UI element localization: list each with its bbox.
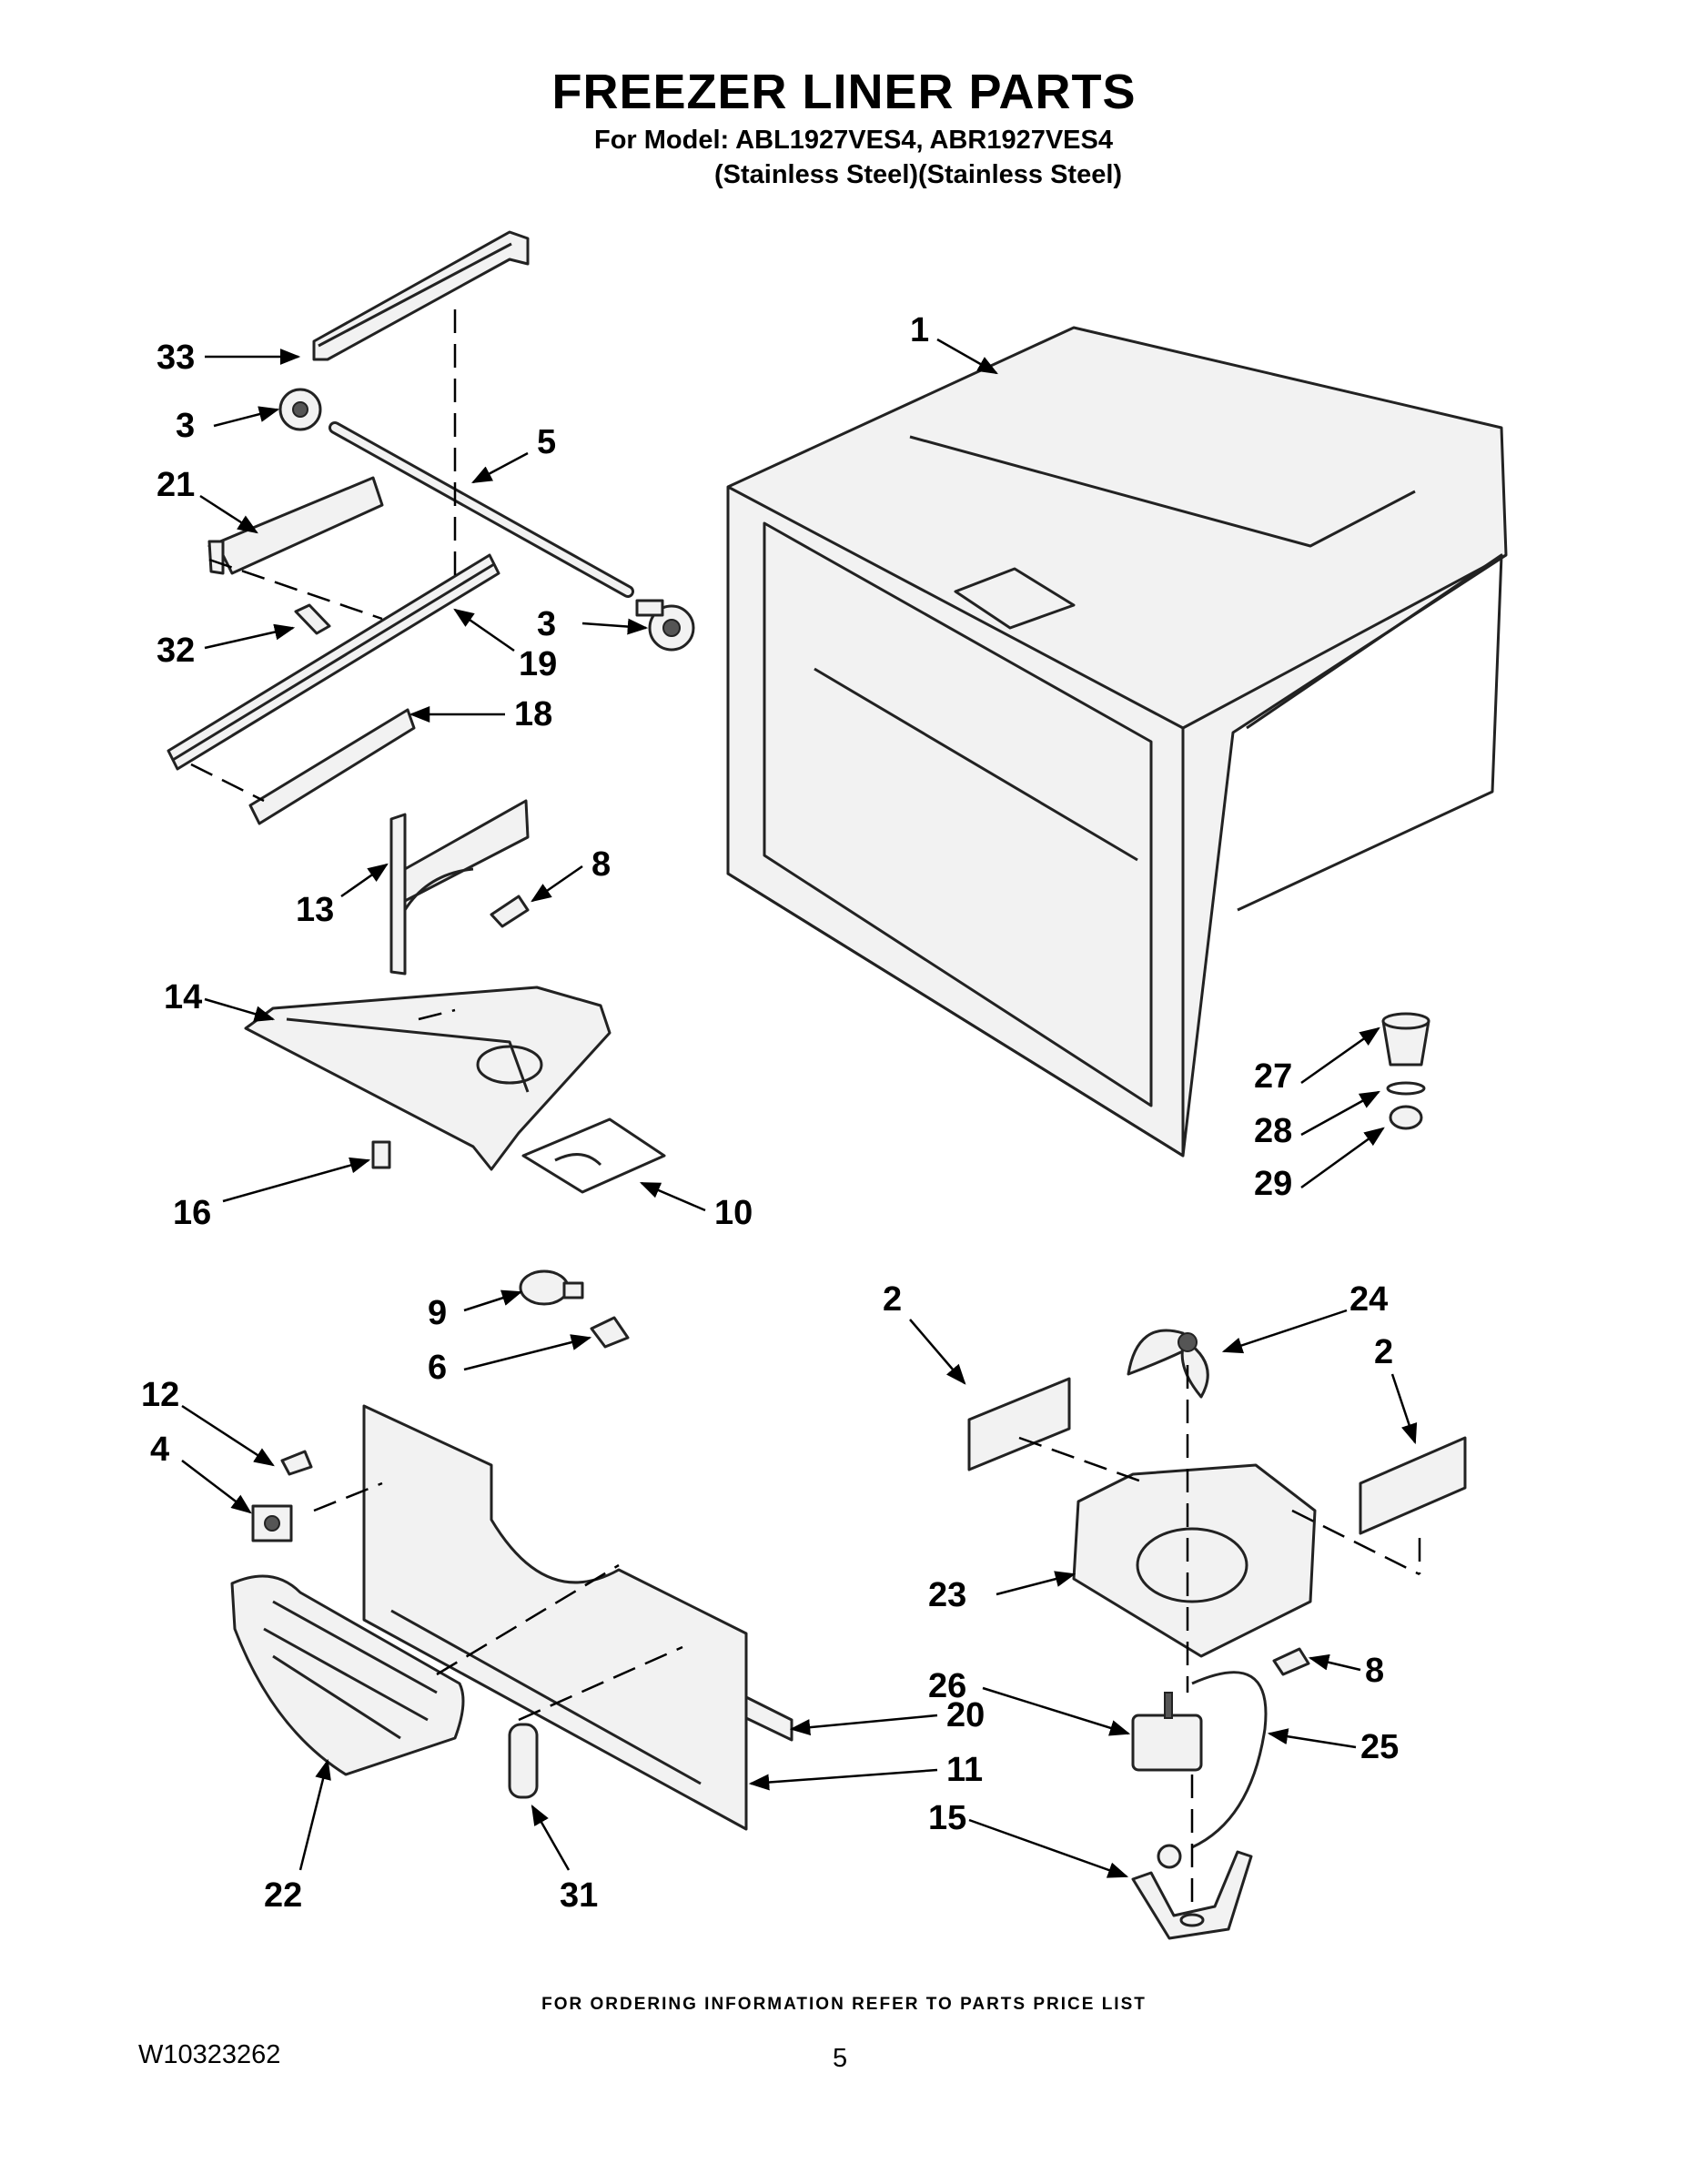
callout-10: 10 (714, 1194, 753, 1232)
callout-5: 5 (537, 423, 556, 461)
part-12-screw (280, 1450, 313, 1476)
callout-29: 29 (1254, 1165, 1292, 1203)
callout-8b: 8 (1365, 1652, 1384, 1690)
callout-26: 26 (928, 1667, 966, 1705)
part-18-lower-rail (248, 708, 416, 825)
callout-4: 4 (150, 1431, 169, 1469)
part-24-fan-blade (1127, 1329, 1209, 1399)
part-5-rod (329, 421, 634, 598)
part-28-seal (1386, 1081, 1426, 1096)
part-4-switch (251, 1504, 293, 1542)
callout-labels: 33 3 5 21 32 19 3 18 13 8 14 16 10 1 27 … (141, 311, 1399, 1915)
part-2-pad-right (1359, 1436, 1467, 1535)
document-number: W10323262 (138, 2040, 281, 2069)
callout-24: 24 (1349, 1280, 1388, 1319)
part-11-panel (362, 1404, 748, 1831)
part-29-grommet (1389, 1105, 1423, 1130)
part-33-rail (312, 230, 530, 361)
callout-32: 32 (157, 632, 195, 670)
part-16-clip (371, 1140, 391, 1169)
part-6-socket (590, 1316, 630, 1349)
callout-16: 16 (173, 1194, 211, 1232)
part-2-pad-left (967, 1377, 1071, 1471)
callout-2b: 2 (1374, 1333, 1393, 1371)
alignment-lines (190, 309, 1421, 1911)
callout-13: 13 (296, 891, 334, 929)
part-14-tray (244, 986, 612, 1171)
callout-14: 14 (164, 978, 202, 1016)
part-13-mount-bracket (389, 799, 530, 976)
part-3-gear-upper (278, 388, 322, 431)
callout-15: 15 (928, 1799, 966, 1837)
callout-31: 31 (560, 1876, 598, 1915)
callout-3: 3 (176, 407, 195, 445)
part-26-fan-motor (1131, 1692, 1203, 1772)
callout-28: 28 (1254, 1112, 1292, 1150)
callout-33: 33 (157, 339, 195, 377)
callout-8: 8 (591, 845, 611, 884)
callout-12: 12 (141, 1376, 179, 1414)
part-8-screw-upper (490, 895, 530, 928)
callout-2: 2 (883, 1280, 902, 1319)
part-1-freezer-liner (726, 326, 1508, 1158)
part-8-screw-lower (1272, 1647, 1310, 1676)
callout-20: 20 (946, 1696, 985, 1734)
callout-19: 19 (519, 645, 557, 683)
page-title: FREEZER LINER PARTS (551, 65, 1137, 119)
part-22-grille (230, 1574, 465, 1776)
model-line: For Model: ABL1927VES4, ABR1927VES4 (594, 126, 1113, 155)
part-15-bracket (1131, 1844, 1253, 1940)
part-25-harness (1191, 1671, 1268, 1849)
leader-arrows (181, 338, 1418, 1878)
callout-6: 6 (428, 1349, 447, 1387)
callout-1: 1 (910, 311, 929, 349)
callout-9: 9 (428, 1294, 447, 1332)
callout-11: 11 (946, 1751, 983, 1789)
part-21-bracket (207, 476, 384, 575)
callout-21: 21 (157, 466, 195, 504)
part-31-shield (508, 1723, 539, 1799)
ordering-note: FOR ORDERING INFORMATION REFER TO PARTS … (541, 1995, 1147, 2014)
callout-3b: 3 (537, 605, 556, 643)
callout-22: 22 (264, 1876, 302, 1915)
callout-27: 27 (1254, 1057, 1292, 1096)
callout-23: 23 (928, 1576, 966, 1614)
page-number: 5 (833, 2044, 848, 2073)
part-3-gear-lower (635, 599, 695, 652)
part-32-screw (294, 603, 331, 635)
part-27-cup (1381, 1012, 1430, 1067)
part-23-fan-housing (1072, 1463, 1317, 1658)
part-10-pad (521, 1117, 666, 1194)
part-9-bulb (519, 1269, 584, 1306)
callout-25: 25 (1360, 1728, 1399, 1766)
part-19-slide-rail (167, 553, 500, 771)
finish-line: (Stainless Steel)(Stainless Steel) (714, 160, 1123, 189)
callout-18: 18 (514, 695, 552, 733)
part-20-strip (744, 1695, 793, 1742)
